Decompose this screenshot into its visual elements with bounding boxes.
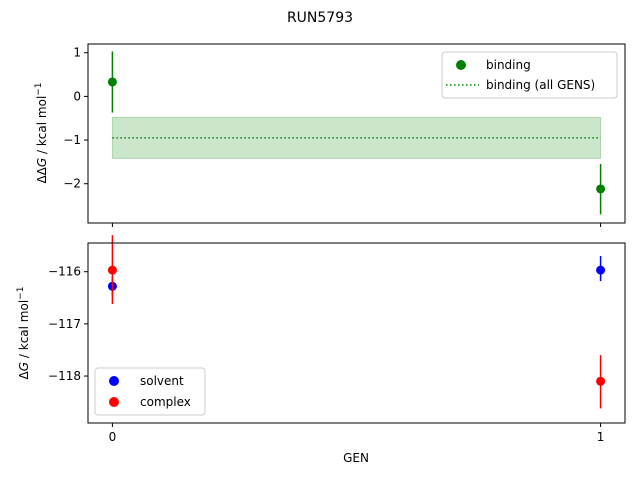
complex-point-0 [107,265,117,275]
solvent-point-1 [596,265,606,275]
panel-bottom-frame [87,242,626,424]
legend-solvent-marker [109,376,119,386]
panel-top-ylabel: ΔΔG / kcal mol−1 [34,82,49,183]
legend-top: binding binding (all GENS) [441,51,618,99]
legend-bottom-box [94,367,206,416]
xtick-label: 0 [109,430,117,444]
panel-1-ytick-label: −117 [48,317,81,331]
legend-bottom: solvent complex [94,367,206,416]
panel-1-ytick-label: −118 [48,369,81,383]
legend-binding-all-label: binding (all GENS) [486,78,595,92]
panel-1-ytick-label: −116 [48,265,81,279]
legend-top-box [441,51,618,99]
panel-top: 1 0 −1 −2 ΔΔG / kcal mol−1 binding binding … [34,43,626,227]
chart-title: RUN5793 [287,10,353,26]
legend-solvent-label: solvent [140,374,184,388]
legend-complex-marker [109,397,119,407]
x-axis-label: GEN [343,451,369,465]
panel-top-frame [87,43,626,224]
panel-0-ytick-label: −2 [63,177,81,191]
panel-bottom-ylabel: ΔG / kcal mol−1 [16,287,31,380]
legend-binding-marker [456,60,466,70]
panel-0-ytick-label: 1 [73,46,81,60]
xtick-label: 1 [597,430,605,444]
panel-bottom: −116 −117 −118 0 1 ΔG / kcal mol−1 solvent … [16,235,626,444]
legend-complex-label: complex [140,395,191,409]
legend-binding-label: binding [486,58,531,72]
panel-0-ytick-label: 0 [73,89,81,103]
panel-0-ytick-label: −1 [63,133,81,147]
binding-point-1 [596,184,606,194]
binding-point-0 [107,77,117,87]
complex-point-1 [596,376,606,386]
